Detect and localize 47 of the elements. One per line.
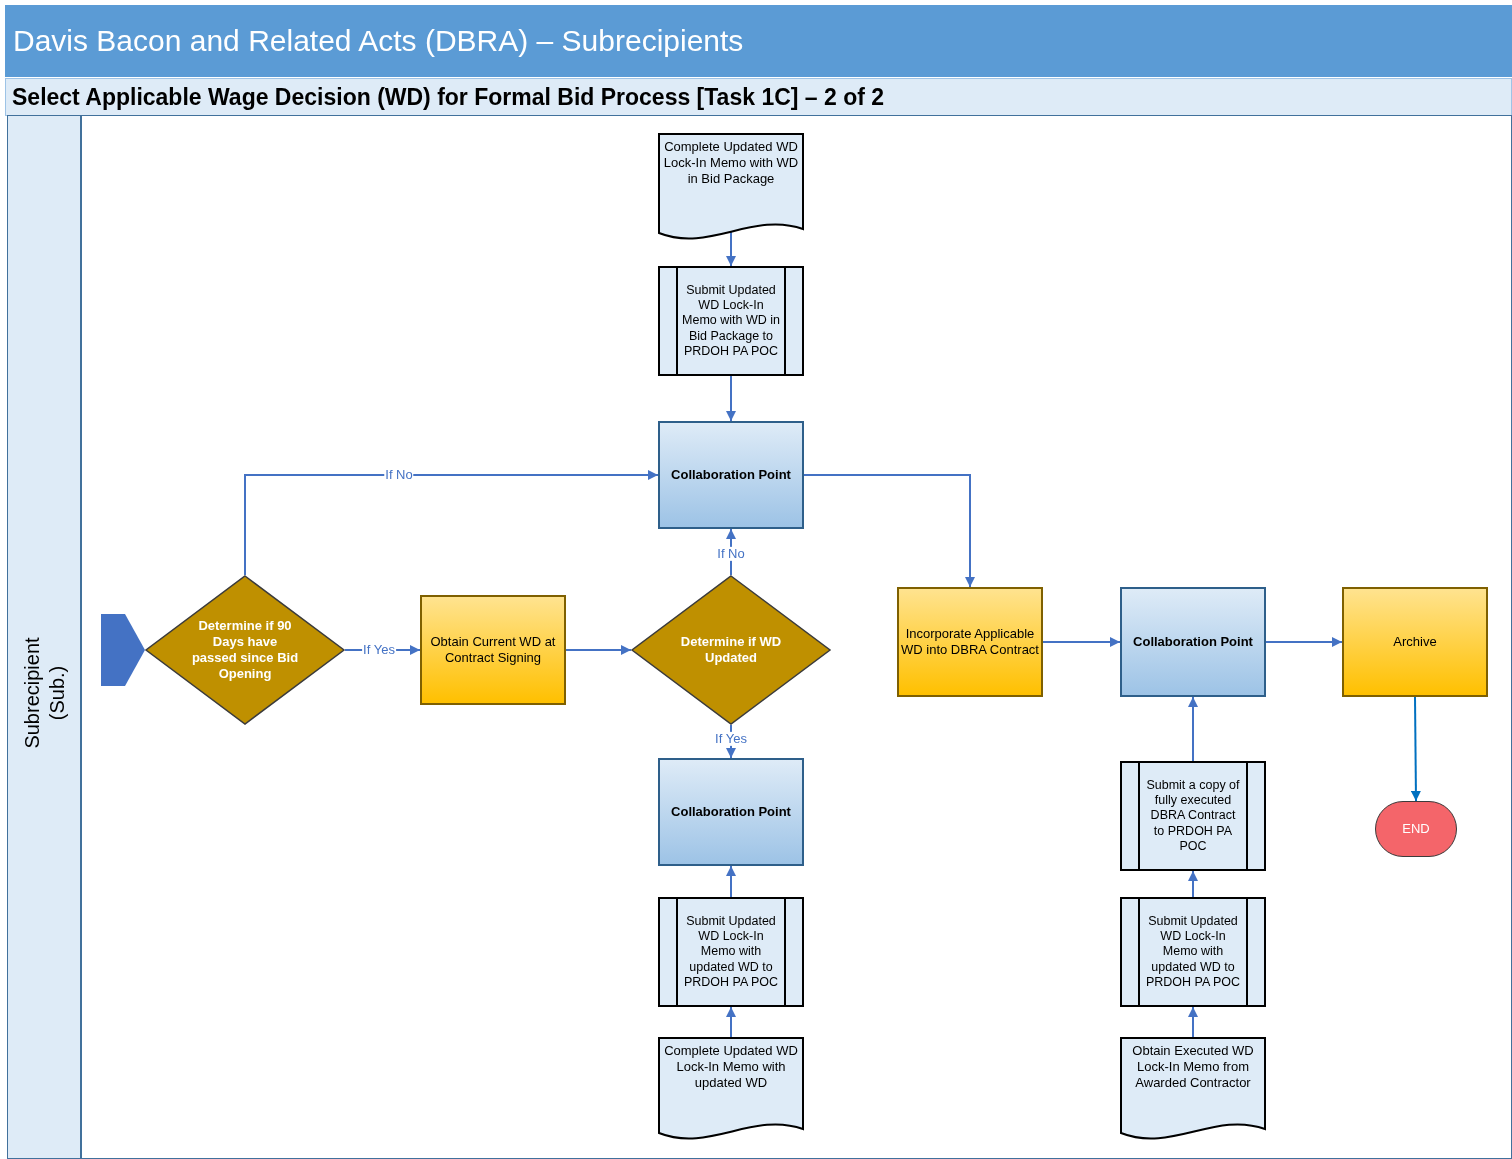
arrow: [726, 1006, 736, 1038]
arrow: [1188, 870, 1198, 898]
collaboration-box: [1120, 587, 1266, 697]
node-text: Collaboration Point: [670, 467, 792, 483]
decision-diamond: [145, 575, 345, 725]
node-text: Submit a copy of fully executed DBRA Contract to PRDOH PA POC: [1145, 777, 1241, 855]
node-text: Determine if 90 Days have passed since Bid Opening: [190, 618, 300, 682]
title: Davis Bacon and Related Acts (DBRA) – Subrecipients: [13, 24, 744, 58]
subtitle: Select Applicable Wage Decision (WD) for Formal Bid Process [Task 1C] – 2 of 2: [12, 83, 885, 111]
collaboration-box: [658, 421, 804, 529]
arrow: [726, 865, 736, 898]
swimlane: [7, 115, 1512, 1159]
edge-label: If No: [716, 546, 746, 562]
node-text: Collaboration Point: [1132, 634, 1254, 650]
node-text: Complete Updated WD Lock-In Memo with updated WD: [663, 1043, 799, 1091]
process-box: [1342, 587, 1488, 697]
arrow: [1188, 696, 1198, 762]
node-text: Submit Updated WD Lock-In Memo with updated WD to PRDOH PA POC: [682, 913, 780, 991]
arrow: [1188, 1006, 1198, 1038]
subprocess-box: [658, 897, 804, 1007]
arrow: [803, 474, 975, 588]
decision-diamond: [631, 575, 831, 725]
edge-label: If Yes: [714, 731, 748, 747]
subprocess-box: [658, 266, 804, 376]
node-text: Determine if WD Updated: [679, 634, 783, 666]
node-text: Submit Updated WD Lock-In Memo with updated WD to PRDOH PA POC: [1144, 913, 1242, 991]
node-text: Collaboration Point: [670, 804, 792, 820]
arrow: [1042, 637, 1121, 647]
process-box: [420, 595, 566, 705]
node-text: Submit Updated WD Lock-In Memo with WD in Bid Package to PRDOH PA POC: [682, 282, 780, 360]
node-text: Complete Updated WD Lock-In Memo with WD in Bid Package: [662, 139, 800, 187]
subprocess-box: [1120, 897, 1266, 1007]
node-text: Obtain Current WD at Contract Signing: [429, 634, 557, 666]
subprocess-box: [1120, 761, 1266, 871]
arrow: [565, 645, 632, 655]
arrow: [1265, 637, 1343, 647]
arrow: [726, 375, 736, 422]
collaboration-box: [658, 758, 804, 866]
node-text: END: [1401, 821, 1431, 837]
node-text: Archive: [1392, 634, 1438, 650]
lane-label: Subrecipient (Sub.): [20, 636, 69, 751]
arrow: [244, 470, 659, 576]
node-text: Incorporate Applicable WD into DBRA Contract: [901, 626, 1039, 658]
process-box: [897, 587, 1043, 697]
arrow: [1410, 696, 1421, 802]
arrow: [726, 231, 736, 267]
node-text: Obtain Executed WD Lock-In Memo from Awarded Contractor: [1131, 1043, 1255, 1091]
